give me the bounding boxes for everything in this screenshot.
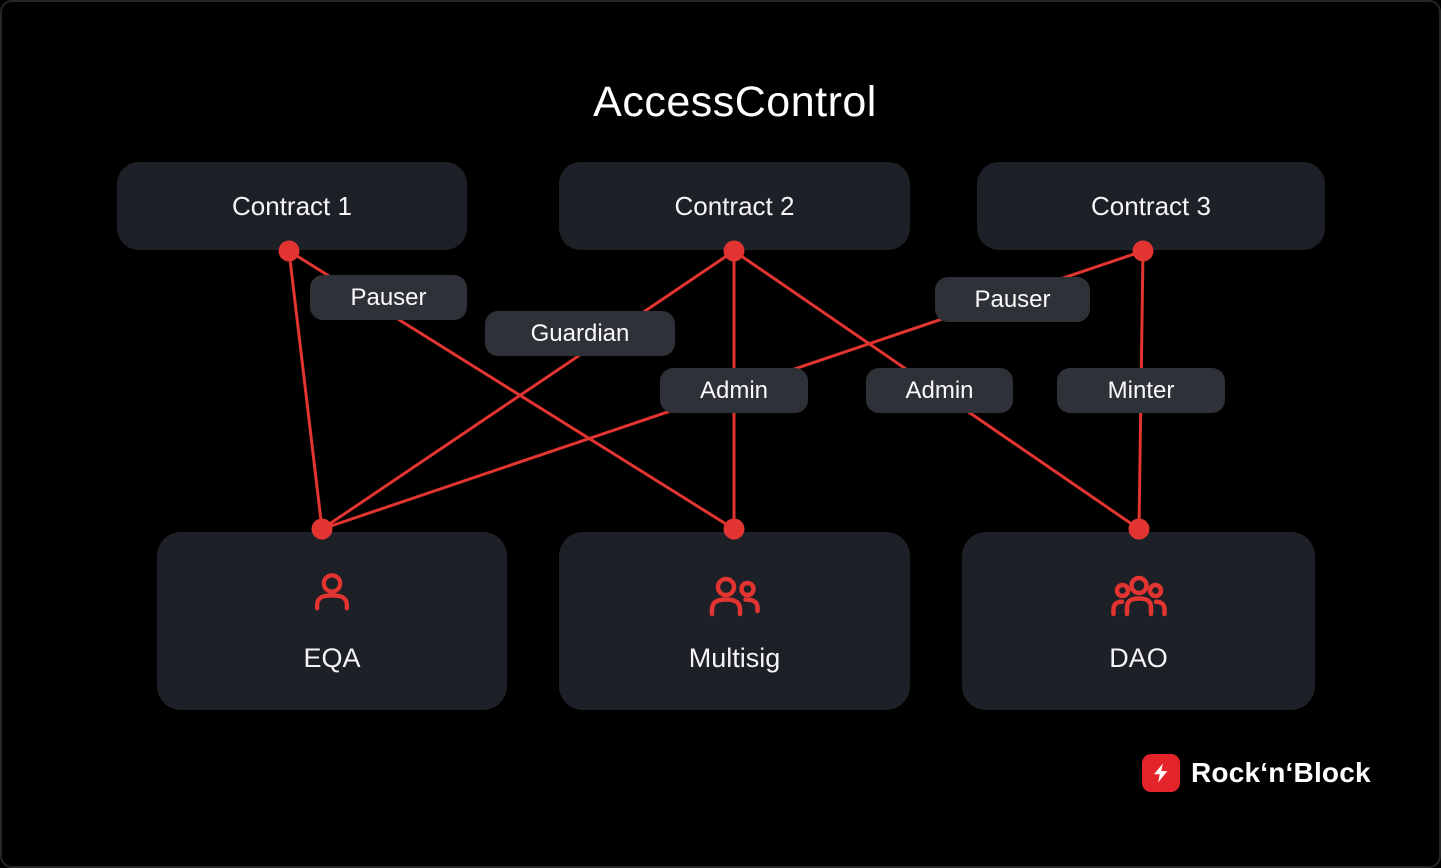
node-multisig: Multisig — [559, 532, 910, 710]
contract-2-label: Contract 2 — [674, 190, 795, 221]
node-contract-1: Contract 1 — [117, 162, 467, 250]
role-pill-pauser-1: Pauser — [310, 275, 467, 320]
diagram-title: AccessControl — [593, 78, 877, 126]
person-icon — [309, 569, 355, 617]
role-pill-admin-1: Admin — [660, 368, 808, 413]
role-pill-guardian: Guardian — [485, 311, 675, 356]
node-dao: DAO — [962, 532, 1315, 710]
role-pill-pauser-1-label: Pauser — [350, 283, 427, 311]
role-pill-pauser-2: Pauser — [935, 277, 1090, 322]
role-pill-pauser-2-label: Pauser — [974, 285, 1051, 313]
role-pill-admin-2-label: Admin — [905, 376, 974, 404]
role-pill-admin-1-label: Admin — [699, 376, 769, 404]
entity-multisig-label: Multisig — [688, 642, 781, 673]
contract-3-label: Contract 3 — [1091, 190, 1211, 221]
contract-1-label: Contract 1 — [232, 190, 352, 221]
node-contract-2: Contract 2 — [559, 162, 910, 250]
entity-dao-label: DAO — [1109, 642, 1168, 673]
role-pill-guardian-label: Guardian — [530, 319, 630, 347]
people-pair-icon — [709, 569, 761, 617]
lightning-icon — [1142, 754, 1180, 792]
role-pill-admin-2: Admin — [866, 368, 1013, 413]
entity-eqa-label: EQA — [303, 642, 361, 673]
brand-logo-text: Rock‘n‘Block — [1191, 757, 1371, 788]
node-contract-3: Contract 3 — [977, 162, 1325, 250]
people-group-icon — [1110, 569, 1168, 617]
brand-logo: Rock‘n‘Block — [1142, 754, 1371, 792]
node-eqa: EQA — [157, 532, 507, 710]
role-pill-minter: Minter — [1057, 368, 1225, 413]
role-pill-minter-label: Minter — [1107, 376, 1175, 404]
